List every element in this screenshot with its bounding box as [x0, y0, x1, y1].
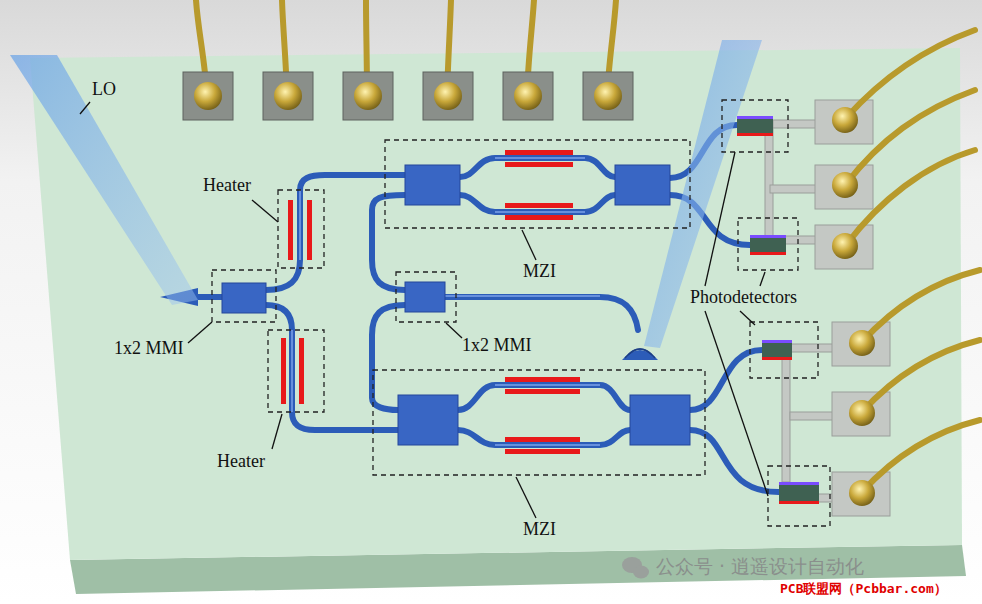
beam-label: LO [92, 80, 116, 100]
photodetector-label: Photodetectors [690, 288, 797, 308]
mzi-label: MZI [523, 262, 556, 282]
watermark: PCB联盟网（Pcbbar.com） [780, 582, 947, 596]
mzi-label: MZI [523, 520, 556, 540]
heater-label: Heater [203, 176, 251, 196]
mmi-label: 1x2 MMI [462, 336, 532, 356]
heater-label: Heater [217, 452, 265, 472]
mmi-label: 1x2 MMI [114, 339, 184, 359]
watermark: 公众号 · 逍遥设计自动化 [656, 556, 864, 577]
